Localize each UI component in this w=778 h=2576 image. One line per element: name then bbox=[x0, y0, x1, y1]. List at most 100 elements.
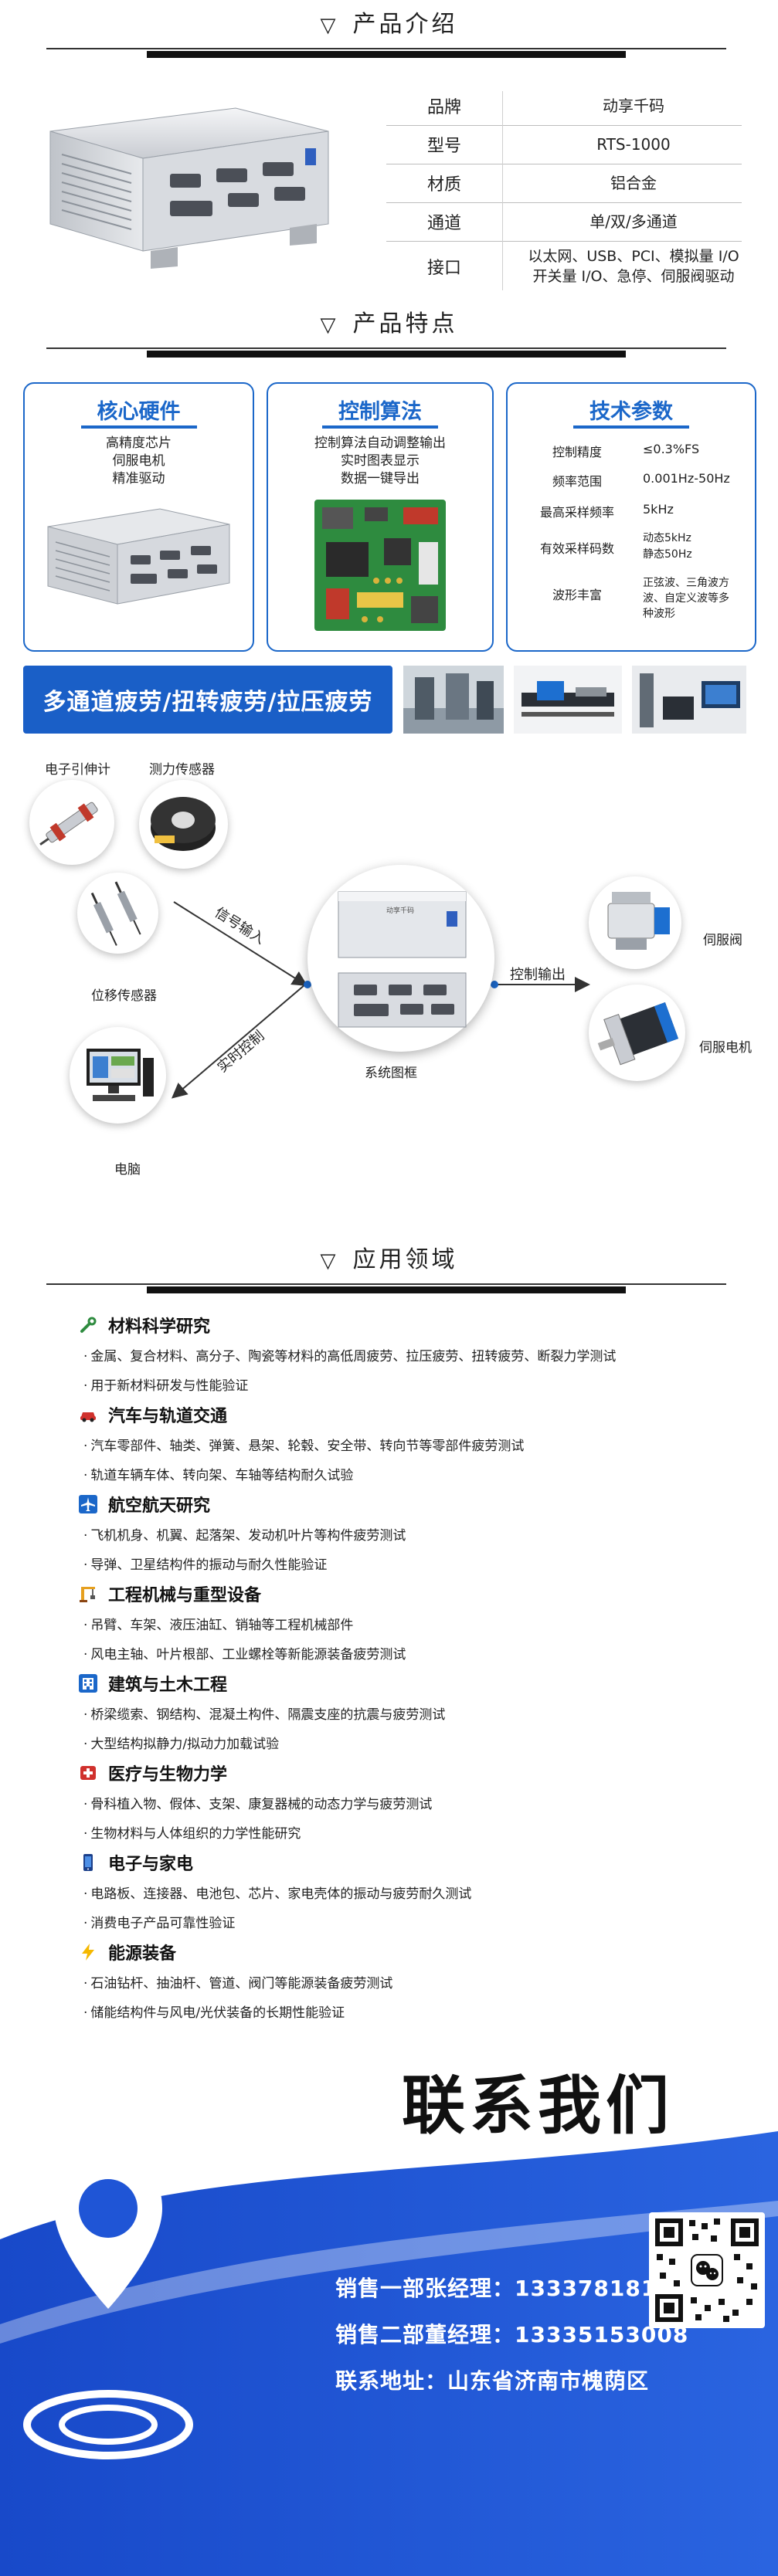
spec-key: 通道 bbox=[426, 214, 461, 233]
param-row: 有效采样码数 动态5kHz 静态50Hz bbox=[531, 530, 739, 564]
car-icon bbox=[79, 1405, 97, 1424]
param-value: 5kHz bbox=[643, 502, 674, 517]
spec-value: 动享千码 bbox=[603, 97, 664, 115]
spec-key: 接口 bbox=[426, 259, 461, 278]
divider bbox=[147, 1286, 626, 1293]
card-line: 数据一键导出 bbox=[341, 471, 420, 486]
feature-card-control: 控制算法 控制算法自动调整输出 实时图表显示 数据一键导出 bbox=[267, 382, 494, 652]
param-value: ≤0.3%FS bbox=[643, 442, 700, 456]
spec-key: 品牌 bbox=[426, 98, 461, 117]
triangle-down-icon: ▽ bbox=[320, 1249, 339, 1273]
application-item: 桥梁缆索、钢结构、混凝土构件、隔震支座的抗震与疲劳测试 bbox=[83, 1703, 445, 1723]
label-control-output: 控制输出 bbox=[510, 967, 566, 983]
application-heading: 航空航天研究 bbox=[79, 1492, 210, 1517]
location-pin-icon bbox=[46, 2143, 170, 2344]
system-diagram: 电子引伸计 测力传感器 位移传感器 电脑 信号输入 实时控制 控制输出 动享千码… bbox=[0, 749, 778, 1181]
spec-value: 铝合金 bbox=[610, 174, 657, 192]
contact-background bbox=[0, 2131, 778, 2576]
application-item: 消费电子产品可靠性验证 bbox=[83, 1912, 235, 1931]
param-key: 有效采样码数 bbox=[539, 541, 614, 556]
contact-section: 联系我们 销售一部张经理：13337818192 销售二部董经理：1333515… bbox=[0, 2039, 778, 2576]
brand-mark-text: 动享千码 bbox=[386, 906, 414, 915]
spec-row: 品牌 动享千码 bbox=[386, 86, 742, 126]
divider bbox=[46, 347, 726, 349]
application-item: 生物材料与人体组织的力学性能研究 bbox=[83, 1822, 301, 1842]
table-divider bbox=[502, 91, 503, 290]
spec-value: 单/双/多通道 bbox=[589, 212, 678, 231]
spec-row: 型号 RTS-1000 bbox=[386, 125, 742, 164]
card-line: 伺服电机 bbox=[112, 453, 165, 469]
divider bbox=[147, 351, 626, 358]
application-heading: 建筑与土木工程 bbox=[79, 1671, 227, 1696]
medical-icon bbox=[79, 1764, 97, 1782]
card-line: 高精度芯片 bbox=[106, 436, 172, 451]
application-item: 骨科植入物、假体、支架、康复器械的动态力学与疲劳测试 bbox=[83, 1793, 432, 1812]
application-item: 轨道车辆车体、转向架、车轴等结构耐久试验 bbox=[83, 1464, 353, 1483]
diagram-arrows bbox=[171, 901, 590, 1099]
feature-card-hardware: 核心硬件 高精度芯片 伺服电机 精准驱动 bbox=[23, 382, 254, 652]
param-value: 正弦波、三角波方波、自定义波等多种波形 bbox=[643, 577, 729, 620]
label-computer: 电脑 bbox=[114, 1162, 141, 1178]
param-key: 频率范围 bbox=[552, 474, 602, 489]
spec-value: RTS-1000 bbox=[596, 135, 671, 154]
card-line: 控制算法自动调整输出 bbox=[314, 436, 446, 451]
divider bbox=[46, 1283, 726, 1285]
displacement-sensor-image bbox=[77, 873, 158, 954]
wechat-qr-code bbox=[649, 2212, 765, 2328]
lab-photo bbox=[514, 666, 622, 734]
label-extensometer: 电子引伸计 bbox=[45, 762, 110, 778]
triangle-down-icon: ▽ bbox=[320, 314, 339, 337]
label-load-sensor: 测力传感器 bbox=[149, 762, 215, 778]
section-title: 产品介绍 bbox=[352, 11, 458, 38]
param-key: 控制精度 bbox=[552, 445, 602, 459]
airplane-icon bbox=[79, 1495, 97, 1513]
triangle-down-icon: ▽ bbox=[320, 14, 339, 37]
application-heading: 医疗与生物力学 bbox=[79, 1761, 227, 1785]
label-servo-valve: 伺服阀 bbox=[703, 933, 742, 948]
card-underline bbox=[322, 425, 438, 429]
application-item: 储能结构件与风电/光伏装备的长期性能验证 bbox=[83, 2001, 345, 2021]
card-title: 技术参数 bbox=[589, 400, 673, 424]
extensometer-image bbox=[29, 780, 114, 865]
application-heading: 工程机械与重型设备 bbox=[79, 1581, 261, 1606]
application-item: 吊臂、车架、液压油缸、销轴等工程机械部件 bbox=[83, 1614, 353, 1633]
crane-icon bbox=[79, 1585, 97, 1603]
product-image bbox=[42, 100, 336, 270]
application-heading: 电子与家电 bbox=[79, 1850, 193, 1875]
load-sensor-image bbox=[139, 780, 228, 869]
spec-row: 通道 单/双/多通道 bbox=[386, 202, 742, 242]
lab-photo bbox=[632, 666, 746, 734]
application-item: 飞机机身、机翼、起落架、发动机叶片等构件疲劳测试 bbox=[83, 1524, 406, 1544]
contact-sales-2[interactable]: 销售二部董经理：13335153008 bbox=[335, 2322, 689, 2347]
label-displacement-sensor: 位移传感器 bbox=[91, 988, 157, 1004]
contact-title: 联系我们 bbox=[402, 2069, 674, 2143]
computer-image bbox=[70, 1027, 166, 1124]
divider bbox=[147, 51, 626, 58]
section-header-applications: ▽应用领域 bbox=[0, 1235, 778, 1297]
application-item: 导弹、卫星结构件的振动与耐久性能验证 bbox=[83, 1554, 327, 1573]
contact-sales-1[interactable]: 销售一部张经理：13337818192 bbox=[335, 2276, 689, 2301]
phone-icon bbox=[79, 1853, 97, 1872]
application-heading: 能源装备 bbox=[79, 1940, 176, 1964]
servo-motor-image bbox=[589, 985, 685, 1081]
lightning-icon bbox=[79, 1943, 97, 1961]
card-underline bbox=[573, 425, 689, 429]
building-icon bbox=[79, 1674, 97, 1693]
card-underline bbox=[80, 425, 197, 429]
spec-value: 以太网、USB、PCI、模拟量 I/O 开关量 I/O、急停、伺服阀驱动 bbox=[528, 248, 739, 285]
test-types-banner: 多通道疲劳/扭转疲劳/拉压疲劳 bbox=[23, 666, 392, 734]
divider bbox=[46, 48, 726, 49]
servo-valve-image bbox=[589, 876, 681, 969]
param-value: 动态5kHz 静态50Hz bbox=[643, 532, 692, 561]
application-item: 金属、复合材料、高分子、陶瓷等材料的高低周疲劳、拉压疲劳、扭转疲劳、断裂力学测试 bbox=[83, 1345, 616, 1364]
spec-row: 接口 以太网、USB、PCI、模拟量 I/O 开关量 I/O、急停、伺服阀驱动 bbox=[386, 241, 742, 292]
param-row: 波形丰富正弦波、三角波方波、自定义波等多种波形 bbox=[531, 575, 739, 629]
application-item: 大型结构拟静力/拟动力加载试验 bbox=[83, 1733, 279, 1752]
wrench-icon bbox=[79, 1316, 97, 1334]
card-title: 控制算法 bbox=[338, 400, 422, 424]
hardware-image bbox=[44, 500, 233, 615]
param-key: 最高采样频率 bbox=[539, 505, 614, 520]
param-value: 0.001Hz-50Hz bbox=[643, 471, 730, 486]
section-header-features: ▽ 产品特点 bbox=[0, 300, 778, 361]
section-title: 产品特点 bbox=[352, 310, 458, 337]
